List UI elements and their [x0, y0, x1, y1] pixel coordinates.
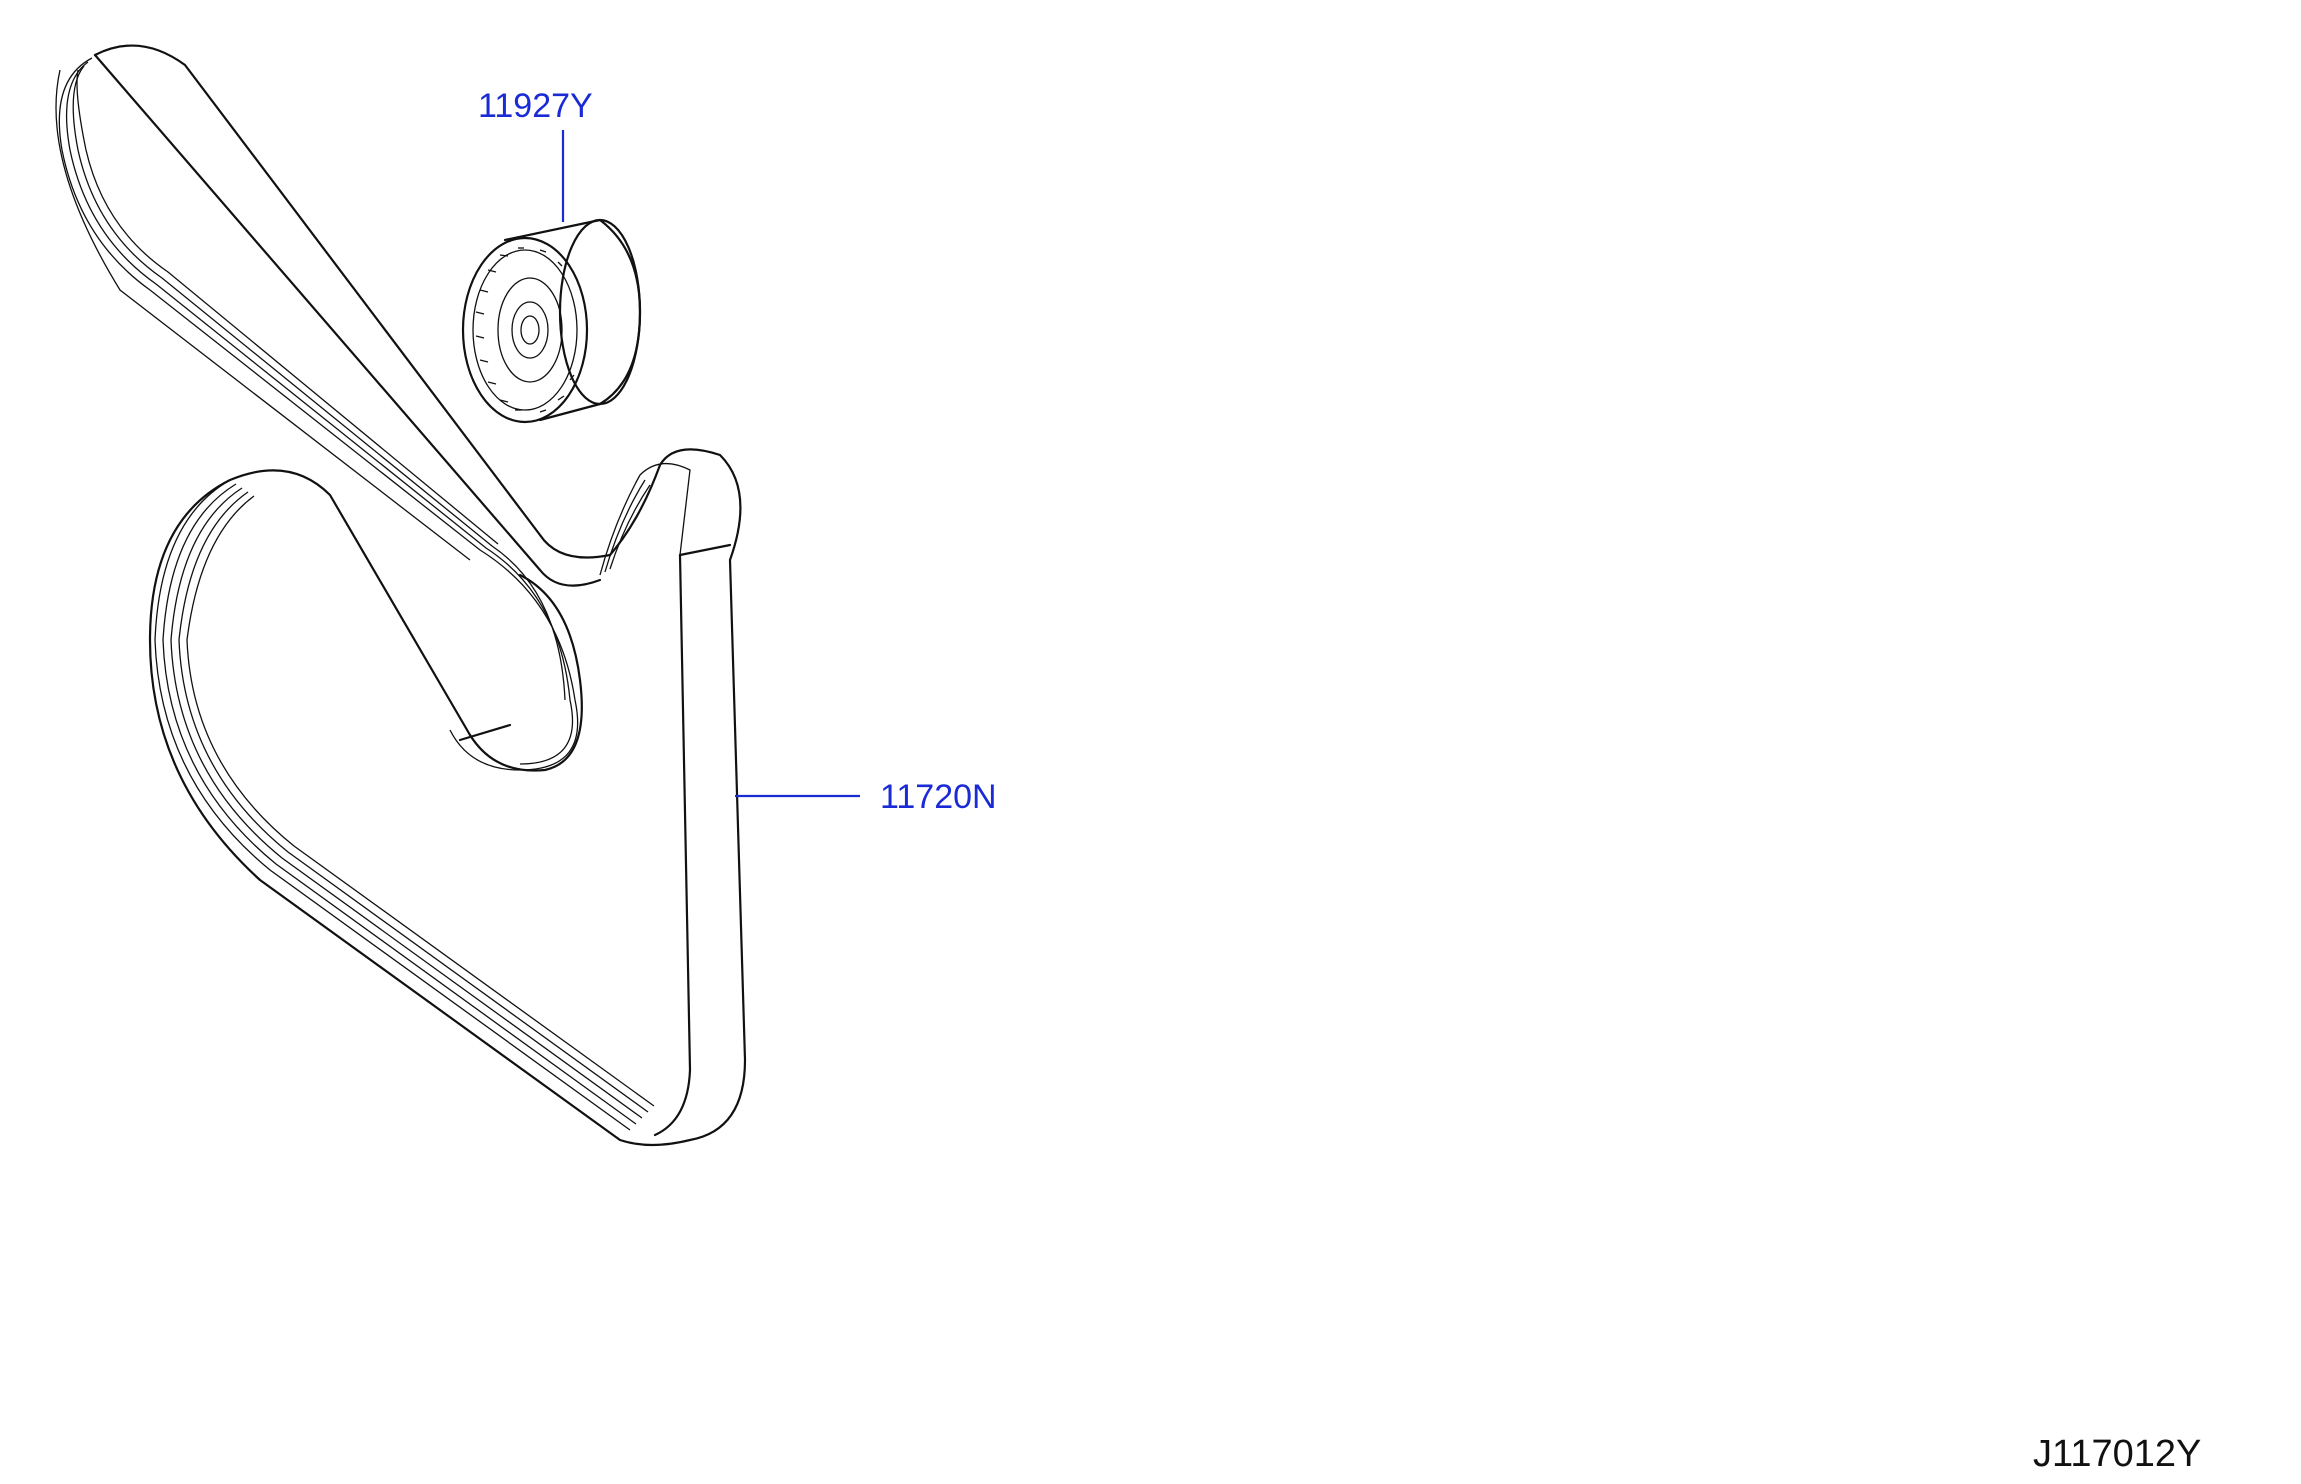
figure-code: J117012Y: [2033, 1433, 2201, 1475]
idler-pulley[interactable]: [461, 218, 642, 424]
pulley-part-number[interactable]: 11927Y: [478, 87, 593, 125]
drive-belt[interactable]: [55, 44, 747, 1147]
belt-part-number[interactable]: 11720N: [880, 778, 997, 816]
